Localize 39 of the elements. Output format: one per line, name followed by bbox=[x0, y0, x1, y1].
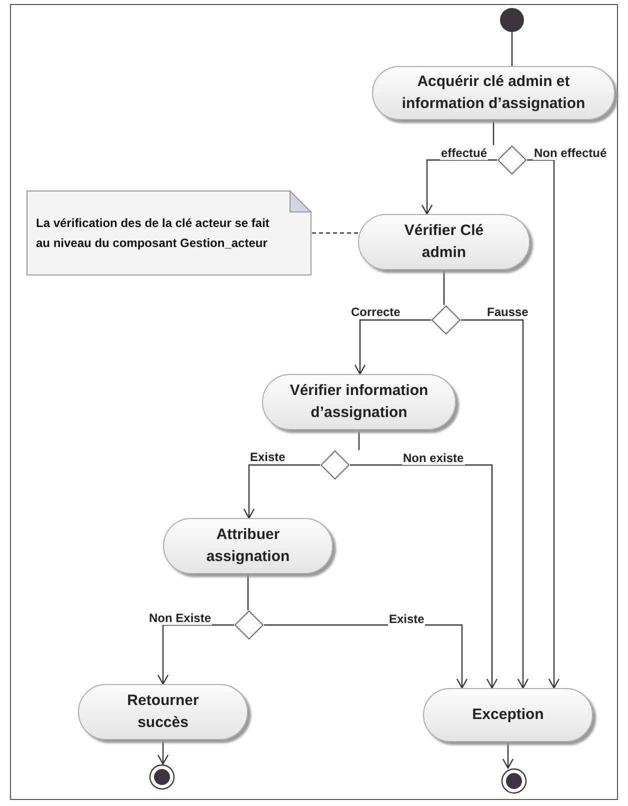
arrow bbox=[527, 159, 560, 689]
action-node bbox=[163, 518, 333, 574]
decision-diamond bbox=[234, 610, 264, 640]
action-node bbox=[372, 66, 615, 120]
action-label: Retourner succès bbox=[126, 691, 200, 733]
action-label: Acquérir clé admin et information d’assignation bbox=[400, 72, 586, 114]
action-node bbox=[423, 688, 593, 742]
start-node bbox=[500, 8, 524, 32]
dashed-connector bbox=[312, 232, 358, 234]
action-node bbox=[262, 374, 456, 430]
decision-diamond bbox=[320, 450, 350, 480]
arrow bbox=[354, 319, 431, 375]
edge-label: Existe bbox=[249, 450, 286, 464]
note-box bbox=[26, 190, 312, 276]
decision-diamond bbox=[497, 145, 527, 175]
edge-label: Correcte bbox=[350, 305, 402, 319]
edge-label: Fausse bbox=[486, 305, 530, 319]
note-text: La vérification des de la clé acteur se fait au niveau du composant Gestion_acteur bbox=[36, 215, 270, 252]
arrow bbox=[243, 464, 320, 519]
action-label: Exception bbox=[472, 705, 544, 725]
edge-label: Existe bbox=[388, 612, 426, 626]
edge-label: Non existe bbox=[402, 451, 465, 465]
action-node bbox=[78, 684, 248, 740]
arrow bbox=[157, 740, 169, 765]
edge-label: Non Existe bbox=[148, 611, 212, 625]
decision-diamond bbox=[431, 305, 461, 335]
action-node bbox=[358, 214, 530, 270]
arrow bbox=[502, 742, 514, 769]
arrow bbox=[461, 319, 529, 689]
arrow bbox=[350, 464, 498, 689]
end-node bbox=[501, 768, 527, 794]
edge-label: effectué bbox=[440, 146, 488, 160]
action-label: Attribuer assignation bbox=[205, 525, 291, 567]
arrow bbox=[157, 624, 234, 685]
action-label: Vérifier information d’assignation bbox=[288, 381, 430, 423]
action-label: Vérifier Clé admin bbox=[403, 221, 485, 263]
edge-label: Non effectué bbox=[533, 146, 608, 160]
arrow bbox=[421, 159, 497, 215]
end-node bbox=[149, 764, 175, 790]
